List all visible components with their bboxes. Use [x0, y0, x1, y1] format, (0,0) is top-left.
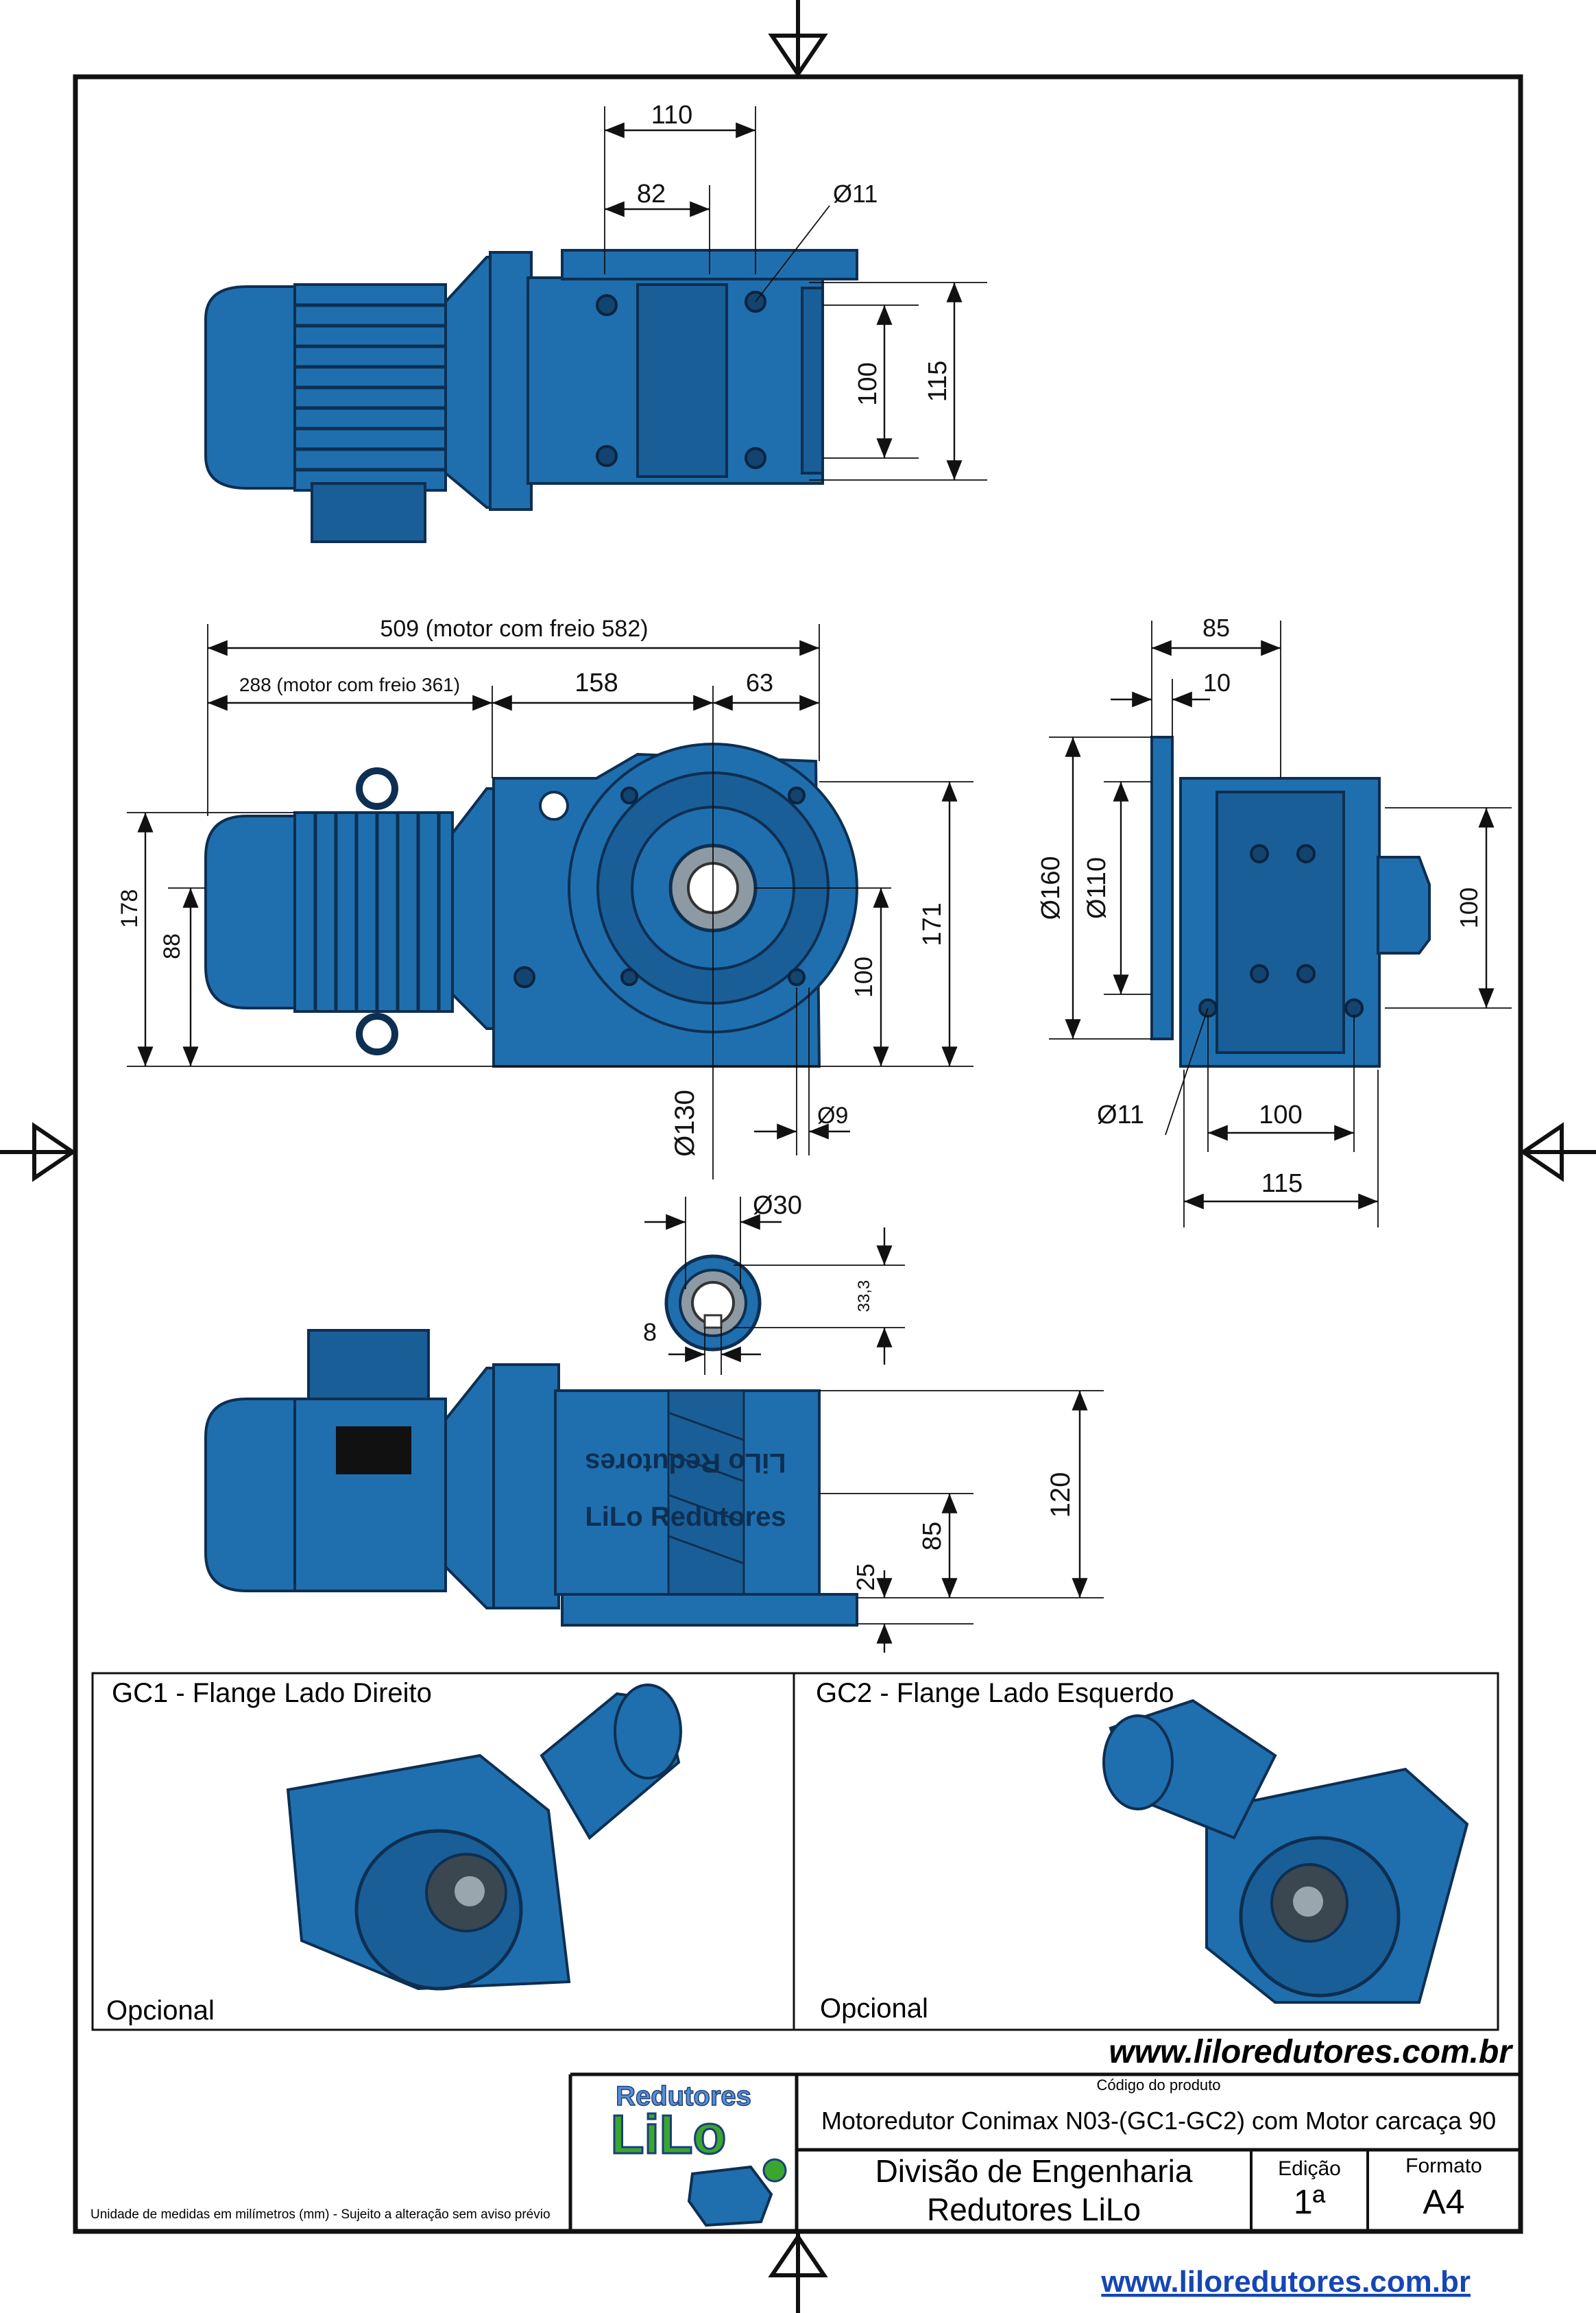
options-panel: GC1 - Flange Lado Direito Opcional GC2 -… [91, 1672, 1499, 2031]
dim-178: 178 [117, 889, 143, 928]
product-code-label: Código do produto [1096, 2076, 1220, 2094]
logo-main-text: LiLo [611, 2104, 727, 2165]
footer-website-link[interactable]: www.liloredutores.com.br [1100, 2265, 1471, 2299]
footer-website-text[interactable]: www.liloredutores.com.br [1100, 2265, 1471, 2299]
front-view [204, 743, 858, 1068]
gc1-title: GC1 - Flange Lado Direito [112, 1678, 432, 1708]
side-view [1150, 736, 1431, 1068]
shaft-section-dimensions: Ø30 8 33,3 [643, 1191, 905, 1375]
motor-body [293, 811, 454, 1013]
top-view-dimensions: 110 82 Ø11 100 115 [604, 101, 987, 481]
dim-10-side: 10 [1203, 669, 1231, 697]
terminal-box [311, 482, 426, 543]
logo-top-text: Redutores [616, 2081, 751, 2111]
title-block-website: www.liloredutores.com.br [1109, 2034, 1513, 2070]
top-view [204, 249, 858, 543]
dim-100-side-v: 100 [1455, 887, 1483, 928]
bottom-centering-mark [768, 2233, 828, 2277]
dim-82: 82 [637, 180, 666, 208]
dim-100-top: 100 [854, 362, 882, 405]
dim-88: 88 [159, 933, 185, 959]
gc2-title: GC2 - Flange Lado Esquerdo [816, 1678, 1174, 1708]
dim-dia-30: Ø30 [753, 1191, 802, 1220]
dim-85-side: 85 [1202, 614, 1230, 642]
dim-100-front: 100 [849, 957, 878, 998]
dim-hole-11: Ø11 [833, 180, 878, 208]
dim-33-3: 33,3 [855, 1280, 873, 1313]
dim-115-side: 115 [1261, 1169, 1303, 1198]
dim-keyway-8: 8 [643, 1318, 657, 1346]
casting-text-upper: LiLo Redutores [585, 1448, 786, 1478]
right-centering-mark [1519, 1122, 1564, 1182]
dim-dia-110: Ø110 [1083, 857, 1111, 919]
format-value: A4 [1423, 2183, 1464, 2221]
left-centering-mark [32, 1122, 77, 1182]
side-motor-stub [1377, 856, 1431, 955]
dim-110: 110 [651, 101, 693, 130]
dim-288: 288 (motor com freio 361) [239, 674, 460, 695]
bottom-view-dimensions: 120 85 25 [819, 1390, 1104, 1653]
dim-509: 509 (motor com freio 582) [380, 616, 648, 642]
gc1-note: Opcional [106, 1996, 215, 2026]
side-output-flange [1150, 736, 1174, 1040]
title-block: www.liloredutores.com.br Redutores LiLo … [90, 2034, 1521, 2231]
dim-120: 120 [1045, 1472, 1076, 1518]
side-view-dimensions: 85 10 Ø160 Ø110 100 Ø11 100 115 [1037, 614, 1512, 1227]
motor-fan-cover [204, 815, 303, 1009]
division-line2: Redutores LiLo [927, 2192, 1141, 2227]
nameplate [336, 1426, 411, 1474]
terminal-box [307, 1329, 430, 1400]
edition-value: 1ª [1294, 2183, 1326, 2221]
dim-25: 25 [851, 1563, 880, 1591]
motor-flange [451, 787, 498, 1030]
gc2-isometric-image [1102, 1699, 1469, 2004]
shaft-section [664, 1254, 762, 1352]
front-view-dimensions: 509 (motor com freio 582) 288 (motor com… [117, 616, 974, 1179]
motor-fan-cover [204, 285, 303, 490]
dim-dia-9: Ø9 [817, 1103, 848, 1129]
dim-100-side-h: 100 [1259, 1101, 1302, 1129]
edition-label: Edição [1278, 2157, 1341, 2180]
motor-flange [444, 1367, 498, 1609]
top-centering-mark [768, 34, 828, 78]
dim-115-top: 115 [923, 361, 952, 403]
units-disclaimer: Unidade de medidas em milímetros (mm) - … [90, 2207, 551, 2222]
dim-dia-130: Ø130 [670, 1090, 700, 1157]
dim-dia-160: Ø160 [1037, 856, 1065, 920]
dim-63: 63 [746, 669, 773, 697]
bottom-view: LiLo Redutores LiLo Redutores [204, 1329, 858, 1627]
dim-hole-11-side: Ø11 [1097, 1101, 1144, 1129]
logo-play-icon [762, 2158, 787, 2183]
lifting-eye-bottom [356, 1013, 398, 1055]
logo-motor-icon [687, 2165, 773, 2227]
casting-text-lower: LiLo Redutores [585, 1502, 786, 1532]
housing-rib [636, 283, 728, 478]
gc2-note: Opcional [820, 1993, 928, 2024]
gc1-isometric-image [286, 1683, 682, 1991]
motor-fan-cover [204, 1398, 303, 1592]
dim-171: 171 [918, 902, 947, 946]
company-logo: Redutores LiLo [609, 2081, 787, 2227]
format-label: Formato [1405, 2155, 1482, 2177]
motor-flange [444, 256, 495, 509]
product-title: Motoredutor Conimax N03-(GC1-GC2) com Mo… [821, 2107, 1496, 2135]
dim-85-bottom: 85 [918, 1522, 947, 1550]
division-line1: Divisão de Engenharia [875, 2153, 1193, 2189]
dim-158: 158 [575, 669, 618, 697]
output-flange-bottom [561, 1593, 858, 1627]
reducer-input-housing [489, 251, 533, 511]
lifting-eye-top [356, 767, 398, 810]
